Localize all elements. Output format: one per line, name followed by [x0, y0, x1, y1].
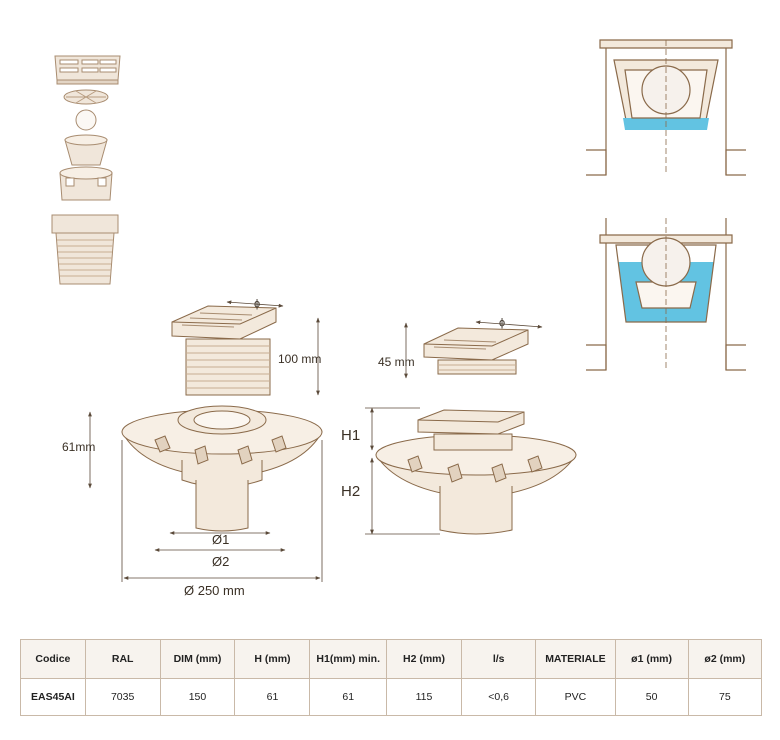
main-drain-dims [88, 411, 323, 582]
cell-d1: 50 [614, 678, 689, 716]
dim-line-d-b [475, 320, 543, 329]
exploded-disc-spokes [66, 90, 106, 104]
section-dry [586, 39, 746, 176]
assembled-drain [375, 409, 577, 535]
table-header-row: Codice RAL DIM (mm) H (mm) H1(mm) min. H… [20, 639, 763, 679]
specifications-table: Codice RAL DIM (mm) H (mm) H1(mm) min. H… [20, 639, 763, 716]
label-height-45: 45 mm [378, 355, 415, 369]
header-codice: Codice [20, 639, 86, 679]
exploded-ball [75, 109, 97, 131]
exploded-view [51, 55, 121, 285]
label-h2: H2 [341, 483, 360, 500]
label-d-a: ɸ [254, 298, 260, 310]
label-d-b: ɸ [499, 317, 505, 329]
label-height-100: 100 mm [278, 352, 321, 366]
cell-materiale: PVC [535, 678, 616, 716]
cell-d2: 75 [687, 678, 763, 716]
header-h1: H1(mm) min. [309, 639, 388, 679]
cell-codice: EAS45AI [20, 678, 86, 716]
header-d2: ø2 (mm) [687, 639, 763, 679]
adapter-100 [171, 305, 277, 396]
label-height-61: 61mm [62, 440, 95, 454]
cell-h: 61 [234, 678, 311, 716]
label-diameter-250: Ø 250 mm [184, 583, 245, 598]
main-drain [121, 405, 323, 532]
exploded-body-top [51, 214, 119, 234]
exploded-grate [54, 55, 121, 85]
label-h1: H1 [341, 427, 360, 444]
cell-h2: 115 [386, 678, 462, 716]
cell-ls: <0,6 [460, 678, 537, 716]
dim-line-d-a [226, 300, 284, 308]
label-d1-left: Ø1 [212, 532, 229, 547]
cell-ral: 7035 [84, 678, 161, 716]
cell-h1: 61 [309, 678, 388, 716]
header-ral: RAL [84, 639, 161, 679]
section-wet [586, 218, 746, 371]
header-d1: ø1 (mm) [614, 639, 689, 679]
header-h2: H2 (mm) [386, 639, 462, 679]
assembled-drain-dims [365, 407, 440, 535]
adapter-45 [423, 327, 529, 375]
table-row: EAS45AI 7035 150 61 61 115 <0,6 PVC 50 7… [20, 678, 763, 716]
cell-dim: 150 [159, 678, 236, 716]
header-h: H (mm) [234, 639, 311, 679]
header-materiale: MATERIALE [535, 639, 616, 679]
header-dim: DIM (mm) [159, 639, 236, 679]
label-d2-left: Ø2 [212, 554, 229, 569]
header-ls: l/s [460, 639, 537, 679]
